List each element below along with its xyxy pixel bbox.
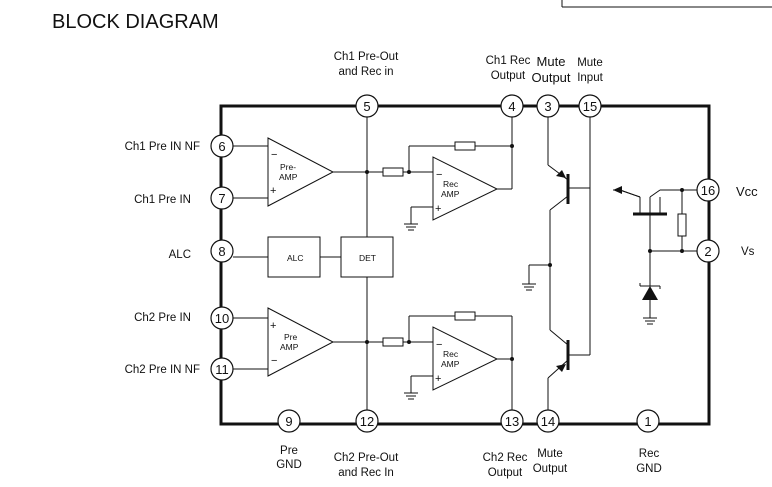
- ch2-pre-out-label: Ch2 Pre-Out: [334, 452, 399, 464]
- ch2-rec-output-label: Ch2 Rec: [483, 452, 528, 464]
- ch1-pre-in-label: Ch1 Pre IN: [134, 194, 191, 206]
- ch1-pre-in-nf-label: Ch1 Pre IN NF: [125, 141, 200, 153]
- rec-amp-1-label-a: Rec: [443, 179, 459, 189]
- mute-output-top-label-2: Output: [531, 70, 570, 85]
- svg-text:6: 6: [218, 139, 225, 154]
- ground-symbols: [404, 223, 657, 400]
- pin-8: 8: [210, 239, 234, 263]
- minus-sign: −: [271, 355, 277, 367]
- rec-amp-2: − + Rec AMP: [432, 326, 499, 391]
- zener-diode-icon: [639, 283, 661, 300]
- minus-sign: −: [436, 339, 442, 351]
- vcc-label: Vcc: [736, 184, 758, 199]
- plus-sign: +: [435, 373, 441, 385]
- svg-text:11: 11: [215, 362, 229, 377]
- svg-text:5: 5: [363, 99, 370, 114]
- cropped-box: [561, 0, 772, 8]
- mute-output-bottom-label: Mute: [537, 448, 563, 460]
- mute-transistor-1: [556, 170, 570, 204]
- pin-9: 9: [277, 409, 301, 433]
- rec-amp-2-label-a: Rec: [443, 349, 459, 359]
- plus-sign: +: [270, 320, 276, 332]
- svg-text:7: 7: [218, 191, 225, 206]
- pin-2: 2: [696, 239, 720, 263]
- det-block-label: DET: [359, 253, 376, 263]
- junction-dots: [365, 144, 684, 361]
- pre-gnd-label: Pre: [280, 445, 298, 457]
- ch2-pre-in-label: Ch2 Pre IN: [134, 312, 191, 324]
- svg-text:1: 1: [644, 414, 651, 429]
- ch1-rec-output-label: Ch1 Rec: [486, 55, 531, 67]
- pin-16: 16: [696, 178, 720, 202]
- pin-1: 1: [636, 409, 660, 433]
- ground-icon: [404, 223, 418, 231]
- rec-gnd-label: Rec: [639, 448, 660, 460]
- det-block: DET: [340, 236, 394, 278]
- pin-7: 7: [210, 186, 234, 210]
- ic-outline: [219, 104, 711, 426]
- svg-text:4: 4: [508, 99, 515, 114]
- pin-6: 6: [210, 134, 234, 158]
- vs-label: Vs: [741, 246, 755, 258]
- ch1-rec-output-label-2: Output: [491, 70, 526, 82]
- svg-text:8: 8: [218, 244, 225, 259]
- pin-4: 4: [500, 94, 524, 118]
- rec-amp-2-label-b: AMP: [441, 359, 460, 369]
- mute-output-bottom-label-2: Output: [533, 463, 568, 475]
- pre-amp-2: + − Pre AMP: [267, 307, 335, 377]
- pre-amp-1-label-b: AMP: [279, 172, 298, 182]
- resistors: [382, 141, 687, 347]
- pin-labels: Ch1 Pre-Out and Rec in Ch1 Rec Output Mu…: [125, 51, 759, 479]
- rec-amp-1: − + Rec AMP: [432, 156, 499, 221]
- svg-text:16: 16: [701, 183, 715, 198]
- minus-sign: −: [271, 149, 277, 161]
- regulator-transistor: [613, 186, 667, 216]
- wiring: [233, 117, 697, 410]
- svg-text:12: 12: [360, 414, 374, 429]
- ground-icon: [522, 283, 536, 291]
- svg-text:13: 13: [505, 414, 519, 429]
- pin-13: 13: [500, 409, 524, 433]
- svg-text:10: 10: [215, 311, 229, 326]
- ch2-pre-in-nf-label: Ch2 Pre IN NF: [125, 364, 200, 376]
- alc-block-label: ALC: [287, 253, 304, 263]
- ch2-pre-out-label-2: and Rec In: [338, 467, 394, 479]
- pre-gnd-label-2: GND: [276, 459, 302, 471]
- pre-amp-1-label-a: Pre-: [280, 162, 296, 172]
- minus-sign: −: [436, 169, 442, 181]
- svg-text:14: 14: [541, 414, 555, 429]
- pins: 5 4 3 15 6 7 8 10 11 16 2 9 12 13 14 1: [210, 94, 720, 433]
- mute-input-label: Mute: [577, 57, 603, 69]
- plus-sign: +: [435, 203, 441, 215]
- ch1-pre-out-label: Ch1 Pre-Out: [334, 51, 399, 63]
- diagram-title: BLOCK DIAGRAM: [52, 11, 219, 33]
- alc-block: ALC: [267, 236, 321, 278]
- svg-text:15: 15: [583, 99, 597, 114]
- ch1-pre-out-label-2: and Rec in: [339, 66, 394, 78]
- mute-output-top-label: Mute: [537, 54, 566, 69]
- plus-sign: +: [270, 185, 276, 197]
- pin-14: 14: [536, 409, 560, 433]
- svg-text:9: 9: [285, 414, 292, 429]
- ch2-rec-output-label-2: Output: [488, 467, 523, 479]
- ground-icon: [404, 392, 418, 400]
- ground-icon: [643, 317, 657, 325]
- rec-gnd-label-2: GND: [636, 463, 662, 475]
- pin-15: 15: [578, 94, 602, 118]
- pin-3: 3: [536, 94, 560, 118]
- pin-10: 10: [210, 306, 234, 330]
- pin-12: 12: [355, 409, 379, 433]
- mute-transistor-2: [556, 340, 570, 372]
- pin-5: 5: [355, 94, 379, 118]
- pin-11: 11: [210, 357, 234, 381]
- pre-amp-2-label-b: AMP: [280, 342, 299, 352]
- rec-amp-1-label-b: AMP: [441, 189, 460, 199]
- svg-text:3: 3: [544, 99, 551, 114]
- mute-input-label-2: Input: [577, 72, 603, 84]
- svg-text:2: 2: [704, 244, 711, 259]
- pre-amp-2-label-a: Pre: [284, 332, 298, 342]
- pre-amp-1: − + Pre- AMP: [267, 137, 335, 207]
- alc-label: ALC: [169, 249, 191, 261]
